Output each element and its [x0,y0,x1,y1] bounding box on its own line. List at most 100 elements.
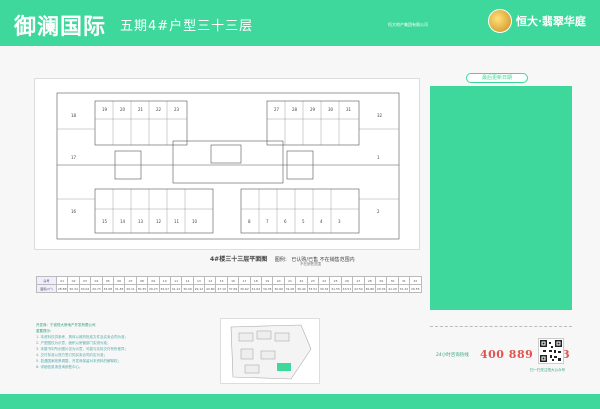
area-table-area-cell: 29.73 [90,284,103,293]
plan-note: 不在销售范围 [300,262,321,266]
area-table-area-cell: 39.35 [261,284,274,293]
area-table-unit-cell: 24 [317,276,331,285]
area-table-area-cell: 29.76 [374,284,388,293]
area-table-header: 房号 [36,276,57,285]
unit-label: 29 [310,107,316,112]
area-table-area-cell: 39.97 [158,284,171,293]
area-table-unit-cell: 21 [283,276,297,285]
logo: 恒大·翡翠华庭 [488,9,586,33]
area-table-area-cell: 43.54 [352,284,365,293]
area-table-area-cell: 30.02 [78,284,92,293]
unit-label: 6 [284,219,287,224]
unit-label: 16 [71,209,77,214]
unit-label: 7 [266,219,269,224]
area-table-area-cell: 30.60 [272,284,285,293]
area-table-unit-cell: 26 [340,276,354,285]
area-table-unit-cell: 10 [158,276,171,285]
area-table-unit-cell: 31 [397,276,411,285]
area-table-area-cell: 31.64 [249,284,263,293]
area-table-unit-cell: 29 [374,276,388,285]
area-table-area-cell: 30.80 [363,284,376,293]
area-table-unit-cell: 20 [272,276,285,285]
unit-label: 3 [338,219,341,224]
unit-label: 2 [377,209,380,214]
area-table-area-cell: 43.51 [340,284,354,293]
plan-caption-main: 4#楼三十三层平面图 [210,256,268,263]
unit-label: 22 [156,107,162,112]
note-line: 5. 如遇国家政策调整，开发商保留对本资料的解释权； [36,359,121,363]
area-table-area-cell: 43.80 [204,284,217,293]
site-highlight [277,363,291,371]
brand-title: 御澜国际 [14,14,107,40]
area-table-unit-cell: 11 [169,276,183,285]
note-line: 3. 本楼书中所示图片仅为示意，可能与实际交付有所差异； [36,347,128,351]
area-table-unit-cell: 28 [363,276,376,285]
site-plan-drawing [230,324,312,380]
unit-label: 23 [174,107,180,112]
area-table-unit-cell: 03 [78,276,92,285]
notes-subtitle: 重要提示： [36,329,54,333]
unit-label: 27 [274,107,280,112]
note-line: 2. 户型图仅为示意，面积以房管部门实测为准； [36,341,111,345]
note-line: 1. 本资料仅供参考，具体以政府批准文件及买卖合同为准； [36,335,128,339]
hotline-label: 24小时咨询热线 [436,353,469,358]
area-table-unit-cell: 17 [238,276,251,285]
unit-label: 19 [102,107,108,112]
note-line: 6. 详细信息请咨询销售中心。 [36,365,83,369]
area-table-unit-cell: 07 [124,276,137,285]
area-table-unit-cell: 16 [226,276,240,285]
area-table-area-cell: 31.22 [397,284,411,293]
unit-label: 30 [328,107,334,112]
note-line: 4. 交付标准以双方签订的买卖合同约定为准； [36,353,107,357]
qr-caption: 扫一扫关注恒大公众号 [530,368,565,372]
area-table-area-cell: 30.09 [181,284,194,293]
area-table-unit-cell: 22 [295,276,308,285]
area-table-area-cell: 39.44 [295,284,308,293]
area-table-area-cell: 29.23 [147,284,160,293]
unit-label: 21 [138,107,144,112]
area-table-unit-cell: 18 [249,276,263,285]
unit-label: 14 [120,219,126,224]
site-plan-map [220,318,320,384]
area-table-area-cell: 33.08 [101,284,114,293]
qr-code-icon[interactable] [538,338,564,364]
area-table-area-cell: 30.34 [67,284,80,293]
page-subtitle: 五期4#户型三十三层 [120,19,254,34]
floor-plan: 19 20 21 22 23 27 28 29 30 31 15 14 13 1… [34,78,420,250]
area-table-area-cell: 28.88 [55,284,69,293]
unit-label: 15 [102,219,108,224]
area-table-area-cell: 29.55 [409,284,422,293]
unit-label: 4 [320,219,323,224]
unit-label: 8 [248,219,251,224]
area-table-unit-cell: 05 [101,276,114,285]
area-table-unit-cell: 08 [135,276,149,285]
area-table-unit-cell: 15 [215,276,228,285]
area-table-area-cell: 47.10 [215,284,228,293]
notes-section: 开发商：宁波恒大房地产开发有限公司 重要提示： 1. 本资料仅供参考，具体以政府… [36,322,216,370]
panel-tag: 最后更新日期 [466,73,528,83]
divider [430,326,572,327]
floor-plan-drawing: 19 20 21 22 23 27 28 29 30 31 15 14 13 1… [56,92,400,240]
header-bar: 御澜国际 五期4#户型三十三层 恒大地产集团有限公司 恒大·翡翠华庭 [0,0,600,46]
area-table-unit-cell: 12 [181,276,194,285]
area-table-unit-cell: 13 [192,276,206,285]
logo-text: 恒大·翡翠华庭 [516,15,586,28]
area-table-area-cell: 41.21 [169,284,183,293]
area-table-unit-cell: 14 [204,276,217,285]
area-table-unit-cell: 19 [261,276,274,285]
area-table-area-cell: 33.51 [306,284,320,293]
plan-caption: 4#楼三十三层平面图 图例： 已认购/已售 不在销售范围内 [210,254,355,263]
notes-title: 开发商：宁波恒大房地产开发有限公司 [36,323,96,327]
unit-label: 1 [377,155,380,160]
area-table-unit-cell: 02 [67,276,80,285]
area-table-area-cell: 29.11 [124,284,137,293]
area-table-area-cell: 30.62 [238,284,251,293]
area-table-area-cell: 30.32 [317,284,331,293]
unit-label: 5 [302,219,305,224]
area-table-area-cell: 41.29 [386,284,399,293]
area-table-area-cell: 37.69 [226,284,240,293]
unit-label: 17 [71,155,77,160]
area-table-area-cell: 31.05 [283,284,297,293]
